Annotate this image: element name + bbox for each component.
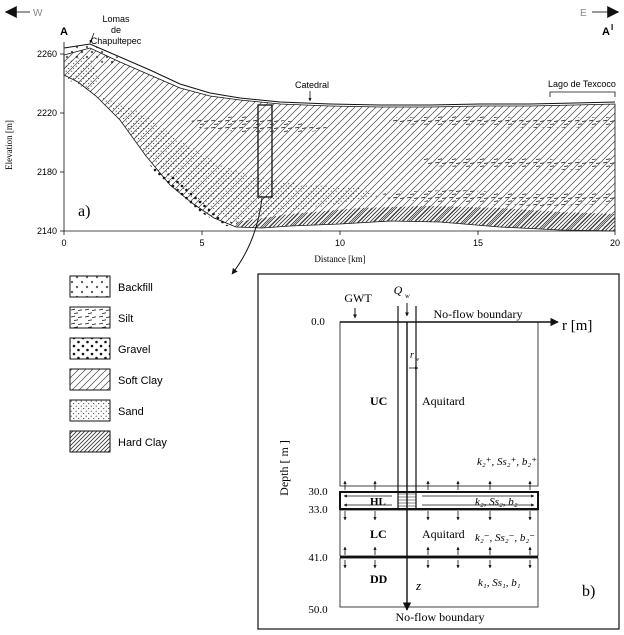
legend-label-gravel: Gravel: [118, 344, 150, 356]
lomas-label-line1: Lomas: [102, 14, 130, 24]
legend-swatch-gravel: [69, 337, 111, 360]
legend-label-softclay: Soft Clay: [118, 375, 163, 387]
legend-label-backfill: Backfill: [118, 282, 153, 294]
depth-50: 50.0: [308, 604, 328, 616]
x-axis-label: Distance [km]: [314, 254, 365, 264]
legend-swatch-hardclay: [69, 430, 111, 453]
model-panel: GWT Q w r w r [m] z Depth [ m ] No-flow …: [257, 273, 620, 630]
bottom-boundary-label: No-flow boundary: [396, 610, 485, 624]
x-tick-10: 10: [335, 238, 345, 248]
x-axis: 0 5 10 15 20 Distance [km]: [61, 230, 620, 264]
lomas-annotation: Lomas de Chapultepec: [89, 14, 142, 46]
well-radius: r w: [409, 350, 419, 370]
y-axis: 2260 2220 2180 2140 Elevation [m]: [4, 42, 65, 236]
legend-item-gravel: Gravel: [69, 337, 150, 360]
hl-label: HL: [370, 496, 386, 508]
dd-label: DD: [370, 572, 388, 586]
lc-label: LC: [370, 527, 387, 541]
lomas-pointer: [89, 32, 95, 44]
y-axis-label: Elevation [m]: [4, 120, 14, 170]
r-axis-label: r [m]: [562, 318, 592, 334]
y-tick-2180: 2180: [37, 167, 57, 177]
west-label: W: [33, 8, 43, 19]
legend-swatch-silt: [69, 306, 111, 329]
legend-item-hardclay: Hard Clay: [69, 430, 167, 453]
y-tick-2220: 2220: [37, 108, 57, 118]
x-tick-15: 15: [473, 238, 483, 248]
depth-axis-label: Depth [ m ]: [277, 440, 291, 496]
section-panel: W E A A I: [4, 6, 620, 275]
sand-layer: [100, 96, 380, 222]
gwt-marker: GWT: [344, 291, 372, 319]
depth-41: 41.0: [308, 552, 328, 564]
q-subscript: w: [405, 292, 410, 300]
model-panel-label: b): [582, 583, 595, 600]
lago-annotation: Lago de Texcoco: [548, 79, 616, 97]
silt-lens: [190, 116, 330, 134]
section-start-label: A: [60, 26, 68, 38]
catedral-label: Catedral: [295, 80, 329, 90]
legend-label-silt: Silt: [118, 313, 133, 325]
section-end-label-mark: I: [611, 23, 613, 32]
dd-params: k₁, Ss₁, b₁: [478, 577, 521, 589]
legend-label-hardclay: Hard Clay: [118, 437, 167, 449]
pumping-rate: Q w: [394, 283, 410, 317]
x-tick-0: 0: [61, 238, 66, 248]
east-label: E: [580, 8, 587, 19]
west-direction-arrow: W: [4, 6, 43, 19]
callout-arrow: [231, 197, 263, 275]
silt-lens: [420, 157, 615, 170]
uc-label: UC: [370, 394, 387, 408]
depth-33: 33.0: [308, 504, 328, 516]
sand-layer: [64, 56, 100, 90]
lago-bracket: [549, 91, 616, 97]
x-tick-20: 20: [610, 238, 620, 248]
legend-item-backfill: Backfill: [69, 275, 153, 298]
rw-label: r: [410, 350, 414, 361]
section-panel-label: a): [78, 203, 90, 220]
aquitard-lower-label: Aquitard: [422, 527, 465, 541]
backfill-layer: [64, 44, 120, 66]
hard-clay-layer: [236, 206, 615, 231]
ground-surface: [63, 43, 616, 106]
model-panel-frame: [257, 273, 620, 630]
gwt-label: GWT: [344, 291, 372, 305]
gravel-lens: [150, 165, 236, 226]
legend-swatch-backfill: [69, 275, 111, 298]
legend-item-silt: Silt: [69, 306, 133, 329]
lago-label: Lago de Texcoco: [548, 79, 616, 89]
legend-item-sand: Sand: [69, 399, 144, 422]
aquitard-upper-label: Aquitard: [422, 394, 465, 408]
model-column-outline: [257, 104, 273, 198]
silt-lens: [380, 116, 615, 128]
x-tick-5: 5: [199, 238, 204, 248]
y-tick-2260: 2260: [37, 49, 57, 59]
rw-subscript: w: [415, 357, 419, 363]
legend-swatch-sand: [69, 399, 111, 422]
legend-swatch-softclay: [69, 368, 111, 391]
hl-params: k₂, Ss₂, b₂: [475, 496, 518, 508]
catedral-annotation: Catedral: [295, 80, 329, 102]
depth-0: 0.0: [311, 316, 325, 328]
flow-arrows: [343, 480, 535, 569]
section-end-label: A: [602, 26, 610, 38]
y-tick-2140: 2140: [37, 226, 57, 236]
z-axis-label: z: [415, 578, 421, 593]
uc-params: k₂⁺, Ss₂⁺, b₂⁺: [477, 456, 537, 468]
lomas-label-line3: Chapultepec: [91, 36, 142, 46]
top-boundary-label: No-flow boundary: [434, 307, 523, 321]
q-label: Q: [394, 283, 403, 297]
depth-30: 30.0: [308, 486, 328, 498]
legend-label-sand: Sand: [118, 406, 144, 418]
east-direction-arrow: E: [580, 6, 620, 19]
legend-item-softclay: Soft Clay: [69, 368, 163, 391]
lc-params: k₂⁻, Ss₂⁻, b₂⁻: [475, 532, 535, 544]
silt-lens: [380, 190, 615, 206]
soil-profile: [63, 43, 616, 232]
lomas-label-line2: de: [111, 25, 121, 35]
